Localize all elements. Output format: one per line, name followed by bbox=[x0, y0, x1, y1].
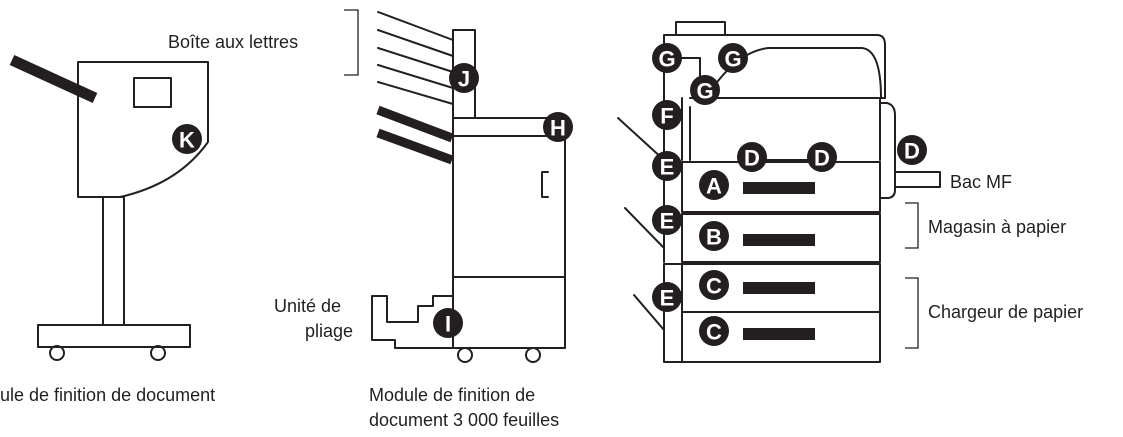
g-badge-connector bbox=[681, 57, 701, 81]
badge-d: D bbox=[897, 135, 927, 165]
svg-text:D: D bbox=[814, 146, 830, 171]
svg-text:E: E bbox=[660, 286, 675, 311]
main-machine bbox=[617, 21, 941, 363]
badge-i: I bbox=[433, 308, 463, 338]
side-door-line bbox=[624, 207, 665, 249]
svg-text:E: E bbox=[660, 155, 675, 180]
svg-text:D: D bbox=[904, 139, 920, 164]
finisher-output-tray bbox=[376, 105, 454, 143]
mailbox-bin bbox=[377, 11, 454, 41]
side-door-line bbox=[633, 294, 665, 331]
top-handle bbox=[675, 21, 726, 36]
finisher-main-body bbox=[452, 117, 566, 349]
label-paper-feeder: Chargeur de papier bbox=[928, 302, 1083, 322]
svg-text:G: G bbox=[696, 79, 713, 104]
label-mailbox: Boîte aux lettres bbox=[168, 32, 298, 52]
svg-text:C: C bbox=[706, 274, 722, 299]
badge-d: D bbox=[737, 142, 767, 172]
feeder-c1-handle bbox=[743, 282, 815, 294]
badge-d: D bbox=[807, 142, 837, 172]
mailbox-bin bbox=[377, 64, 454, 89]
svg-text:C: C bbox=[706, 320, 722, 345]
label-finisher-3000-line2: document 3 000 feuilles bbox=[369, 410, 559, 430]
top-unit-outline bbox=[663, 34, 886, 99]
finisher-left-wheel bbox=[150, 345, 166, 361]
svg-text:I: I bbox=[445, 312, 451, 337]
badge-g: G bbox=[718, 43, 748, 73]
svg-text:K: K bbox=[179, 128, 195, 153]
mp-tray-housing bbox=[879, 102, 896, 199]
feeder-c2-handle bbox=[743, 328, 815, 340]
finisher-left-panel bbox=[133, 77, 172, 108]
document-finisher-3000 bbox=[344, 9, 566, 363]
mailbox-bracket bbox=[344, 9, 359, 76]
finisher-left-column bbox=[102, 196, 125, 326]
badge-k: K bbox=[172, 124, 202, 154]
badge-e: E bbox=[652, 205, 682, 235]
mailbox-tower bbox=[452, 29, 476, 119]
svg-text:B: B bbox=[706, 225, 722, 250]
cassette-b-handle bbox=[743, 234, 815, 246]
mp-tray bbox=[894, 171, 941, 188]
badge-g: G bbox=[652, 43, 682, 73]
svg-text:J: J bbox=[458, 67, 470, 92]
finisher-left-base bbox=[37, 324, 191, 348]
badge-f: F bbox=[652, 100, 682, 130]
finisher-wheel bbox=[457, 347, 473, 363]
svg-text:G: G bbox=[658, 47, 675, 72]
badge-h: H bbox=[543, 112, 573, 142]
badge-g: G bbox=[690, 75, 720, 105]
mailbox-bin bbox=[377, 29, 454, 57]
svg-text:F: F bbox=[660, 104, 673, 129]
badge-a: A bbox=[699, 170, 729, 200]
folding-unit bbox=[371, 295, 454, 349]
label-folding-unit-line1: Unité de bbox=[274, 296, 341, 316]
main-body-outline bbox=[681, 97, 881, 161]
mailbox-bin bbox=[377, 81, 454, 105]
svg-text:A: A bbox=[706, 174, 722, 199]
label-finisher-left: ule de finition de document bbox=[0, 385, 215, 405]
badge-c: C bbox=[699, 316, 729, 346]
badge-c: C bbox=[699, 270, 729, 300]
label-paper-cassette: Magasin à papier bbox=[928, 217, 1066, 237]
label-finisher-3000-line1: Module de finition de bbox=[369, 385, 535, 405]
svg-text:G: G bbox=[724, 47, 741, 72]
cassette-b bbox=[681, 213, 881, 263]
badge-e: E bbox=[652, 282, 682, 312]
badge-j: J bbox=[449, 63, 479, 93]
svg-text:H: H bbox=[550, 116, 566, 141]
side-door-line bbox=[617, 117, 665, 161]
label-mp-tray: Bac MF bbox=[950, 172, 1012, 192]
badge-e: E bbox=[652, 151, 682, 181]
finisher-output-tray bbox=[376, 128, 454, 165]
svg-text:D: D bbox=[744, 146, 760, 171]
feeder-bracket bbox=[905, 277, 919, 349]
document-tray bbox=[705, 47, 882, 99]
svg-text:E: E bbox=[660, 209, 675, 234]
cassette-bracket bbox=[905, 202, 919, 249]
badge-b: B bbox=[699, 221, 729, 251]
label-folding-unit-line2: pliage bbox=[305, 321, 353, 341]
finisher-door-handle bbox=[541, 171, 549, 198]
finisher-wheel bbox=[525, 347, 541, 363]
finisher-left-output-tray bbox=[9, 54, 98, 104]
document-finisher-left bbox=[9, 54, 209, 361]
cassette-a-handle bbox=[743, 182, 815, 194]
finisher-left-wheel bbox=[49, 345, 65, 361]
mailbox-bin bbox=[377, 47, 454, 73]
